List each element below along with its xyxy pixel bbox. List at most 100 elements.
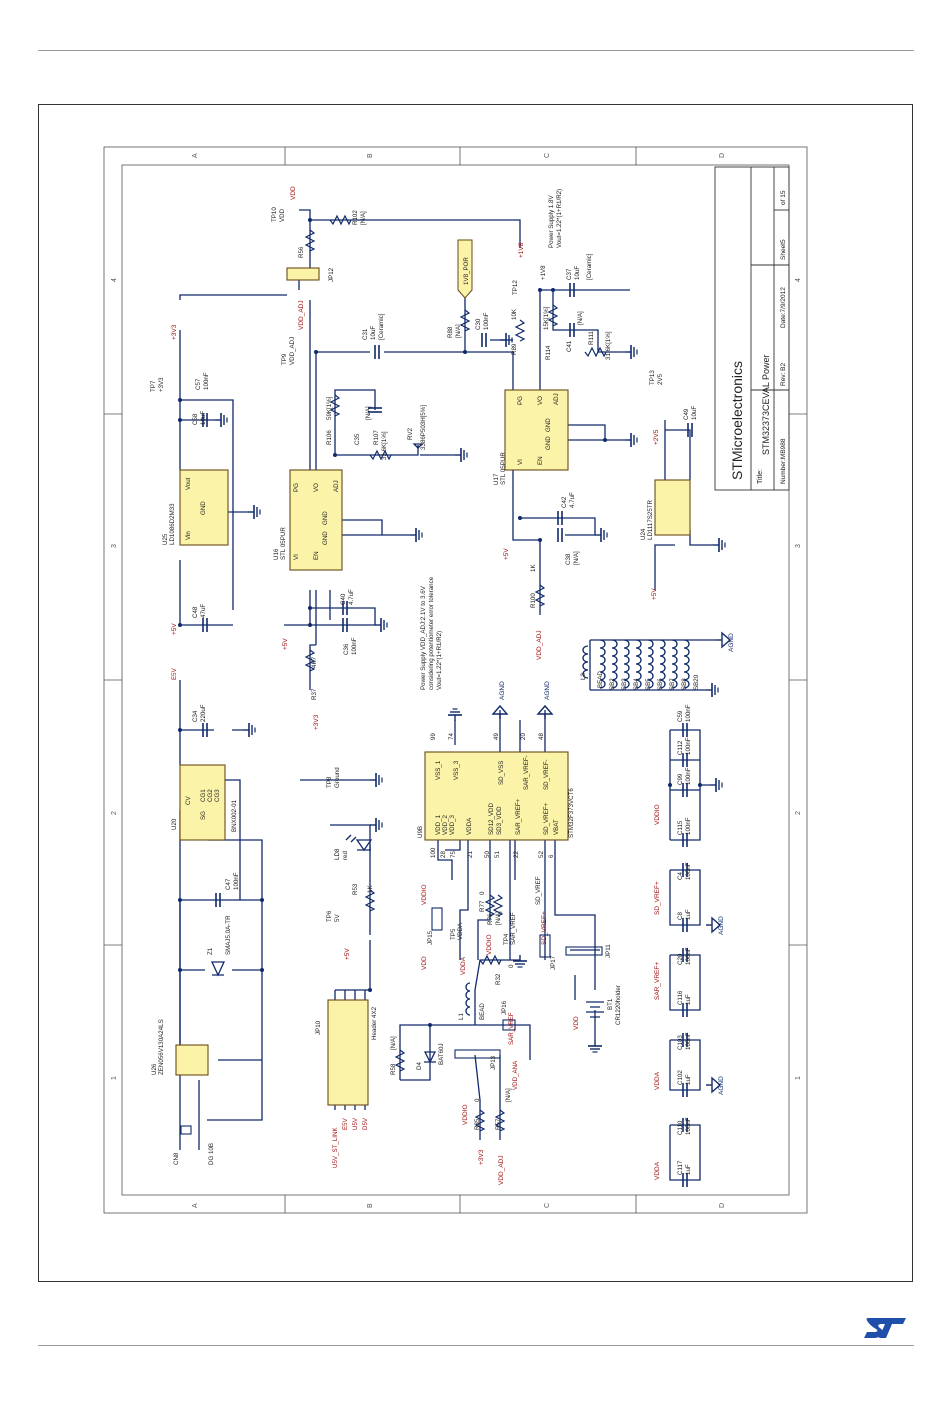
- rv2-value: 3386P503H[5%]: [420, 405, 427, 450]
- jp17-ref: JP17: [550, 955, 557, 970]
- net-label-3v3: +3V3: [313, 714, 320, 730]
- r58-value: [N/A]: [390, 1036, 397, 1050]
- u9b-pin-number: 50: [484, 851, 491, 858]
- note-vddadj-line3: Vout=1.22*(1+R1/R2): [436, 631, 443, 690]
- zone-label: C: [544, 1203, 551, 1208]
- u9b-pin-label: SAR_VREF+: [515, 798, 522, 835]
- r77-ref: R77: [479, 900, 486, 912]
- c31-note: [Ceramic]: [378, 313, 385, 340]
- bead-label: SB7: [669, 678, 676, 690]
- jp10-net: U5V_ST_LINK: [332, 1127, 339, 1168]
- tp5-value: VDDA: [457, 922, 464, 940]
- u17-ref: U17: [493, 473, 500, 485]
- decoupling-ref: C102: [677, 1070, 684, 1085]
- decoupling-ref: C20: [677, 953, 684, 965]
- u9b-pin-label: VDD_2: [442, 814, 449, 835]
- zone-label: A: [192, 1203, 199, 1208]
- u9b-pin-label: VBAT: [553, 819, 560, 835]
- r89-value: 10K: [511, 308, 518, 320]
- c49-value: 10uF: [691, 406, 698, 420]
- u17-value: STL 05PUR: [500, 452, 507, 485]
- u9b-pin-label: SD_VSS: [498, 761, 505, 785]
- u26-value: ZEN056V130A24LS: [158, 1019, 165, 1075]
- u9b-pin-label: VDD_1: [435, 814, 442, 835]
- u25-pin-gnd: GND: [200, 501, 207, 515]
- u20-pin-cg1: CG1: [200, 789, 207, 802]
- net-label-vdd: VDD: [421, 956, 428, 970]
- u9b-pin-label: VDDA: [466, 817, 473, 835]
- u26-ref: U26: [151, 1063, 158, 1075]
- c31-value: 10uF: [370, 326, 377, 340]
- bead-label: SB8: [681, 678, 688, 690]
- u9b-pin-number: 22: [513, 851, 520, 858]
- r76-ref: R76: [487, 913, 494, 925]
- c58-ref: C58: [192, 413, 199, 425]
- tp9-value: VDD_ADJ: [289, 337, 296, 365]
- net-label-vdda: VDDA: [654, 1161, 661, 1180]
- net-e5v: E5V: [171, 667, 178, 680]
- r53-value: 1K: [367, 885, 374, 893]
- net-label-vdda: VDDA: [460, 956, 467, 975]
- zone-label: 4: [111, 278, 118, 282]
- r100-value: 1K: [530, 564, 537, 572]
- d4-ref: D4: [416, 1062, 423, 1070]
- net-label-vddio: VDDIO: [654, 804, 661, 825]
- net-label-3v3: +3V3: [478, 1149, 485, 1165]
- zone-label: 3: [111, 544, 118, 548]
- u16-value: STL 05PUR: [280, 527, 287, 560]
- zone-label: A: [192, 153, 199, 158]
- u16-pin-vi: VI: [293, 554, 300, 560]
- decoupling-value: 100nF: [685, 767, 692, 785]
- net-label-vdd-adj: VDD_ADJ: [536, 630, 543, 660]
- junctions: [178, 218, 702, 1027]
- d4-value: BAT60J: [438, 1043, 445, 1065]
- u20-pin-sg: SG: [200, 811, 207, 820]
- c30-value: 100nF: [483, 312, 490, 330]
- zone-label: C: [544, 153, 551, 158]
- u9b-pin-label: SD12_VDD: [488, 802, 495, 835]
- decoupling-value: 100nF: [685, 1117, 692, 1135]
- u9b-pin-number: 74: [448, 733, 455, 740]
- jp16-ref: JP16: [501, 1000, 508, 1015]
- u17-pin-vi: VI: [517, 459, 524, 465]
- zone-label: D: [719, 1203, 726, 1208]
- zone-label: 2: [795, 811, 802, 815]
- c48-ref: C48: [192, 606, 199, 618]
- decoupling-value: 1uF: [685, 909, 692, 920]
- r58-ref: R58: [390, 1063, 397, 1075]
- title-block-company: STMicroelectronics: [729, 361, 745, 480]
- r32-ref: R32: [495, 973, 502, 985]
- decoupling-ref: C116: [677, 990, 684, 1005]
- net-label-5v: +5V: [651, 588, 658, 600]
- u24-value: LD1117S25TR: [647, 499, 654, 540]
- z1-ref: Z1: [207, 947, 214, 955]
- c36-value: 100nF: [351, 637, 358, 655]
- decoupling-value: 100nF: [685, 862, 692, 880]
- jp10-value: Header 4X2: [371, 1006, 378, 1040]
- u9b-ref: U9B: [417, 826, 424, 838]
- net-label-vddio: VDDIO: [462, 1104, 469, 1125]
- u9b-pin-number: 28: [440, 851, 447, 858]
- u9b-pin-label: VDD_3: [449, 814, 456, 835]
- title-block-title-label: Title:: [757, 469, 764, 484]
- ld8-value: red: [342, 850, 349, 860]
- zone-label: 3: [795, 544, 802, 548]
- decoupling-ref: C103: [677, 1035, 684, 1050]
- decoupling-value: 1uF: [685, 1074, 692, 1085]
- r57-value: [N/A]: [505, 1088, 512, 1102]
- u17-pin-gnd2: GND: [545, 436, 552, 450]
- zone-label: B: [367, 1203, 374, 1208]
- net-label-vdd: VDD: [573, 1016, 580, 1030]
- u25-pin-vin: Vin: [185, 531, 192, 540]
- l1-ref: L1: [458, 1013, 465, 1020]
- c41-ref: C41: [566, 340, 573, 352]
- net-label-agnd: AGND: [728, 633, 735, 652]
- jp10-net: U5V: [352, 1117, 359, 1130]
- u9b-pin-number: 100: [430, 847, 437, 858]
- r32-value: 0: [508, 964, 515, 968]
- r102-value: [N/A]: [360, 211, 367, 225]
- u17-pin-vo: VO: [537, 396, 544, 405]
- schematic-frame: [38, 104, 913, 1282]
- net-label-vdda: VDDA: [654, 1071, 661, 1090]
- u9b-pin-number: 75: [450, 851, 457, 858]
